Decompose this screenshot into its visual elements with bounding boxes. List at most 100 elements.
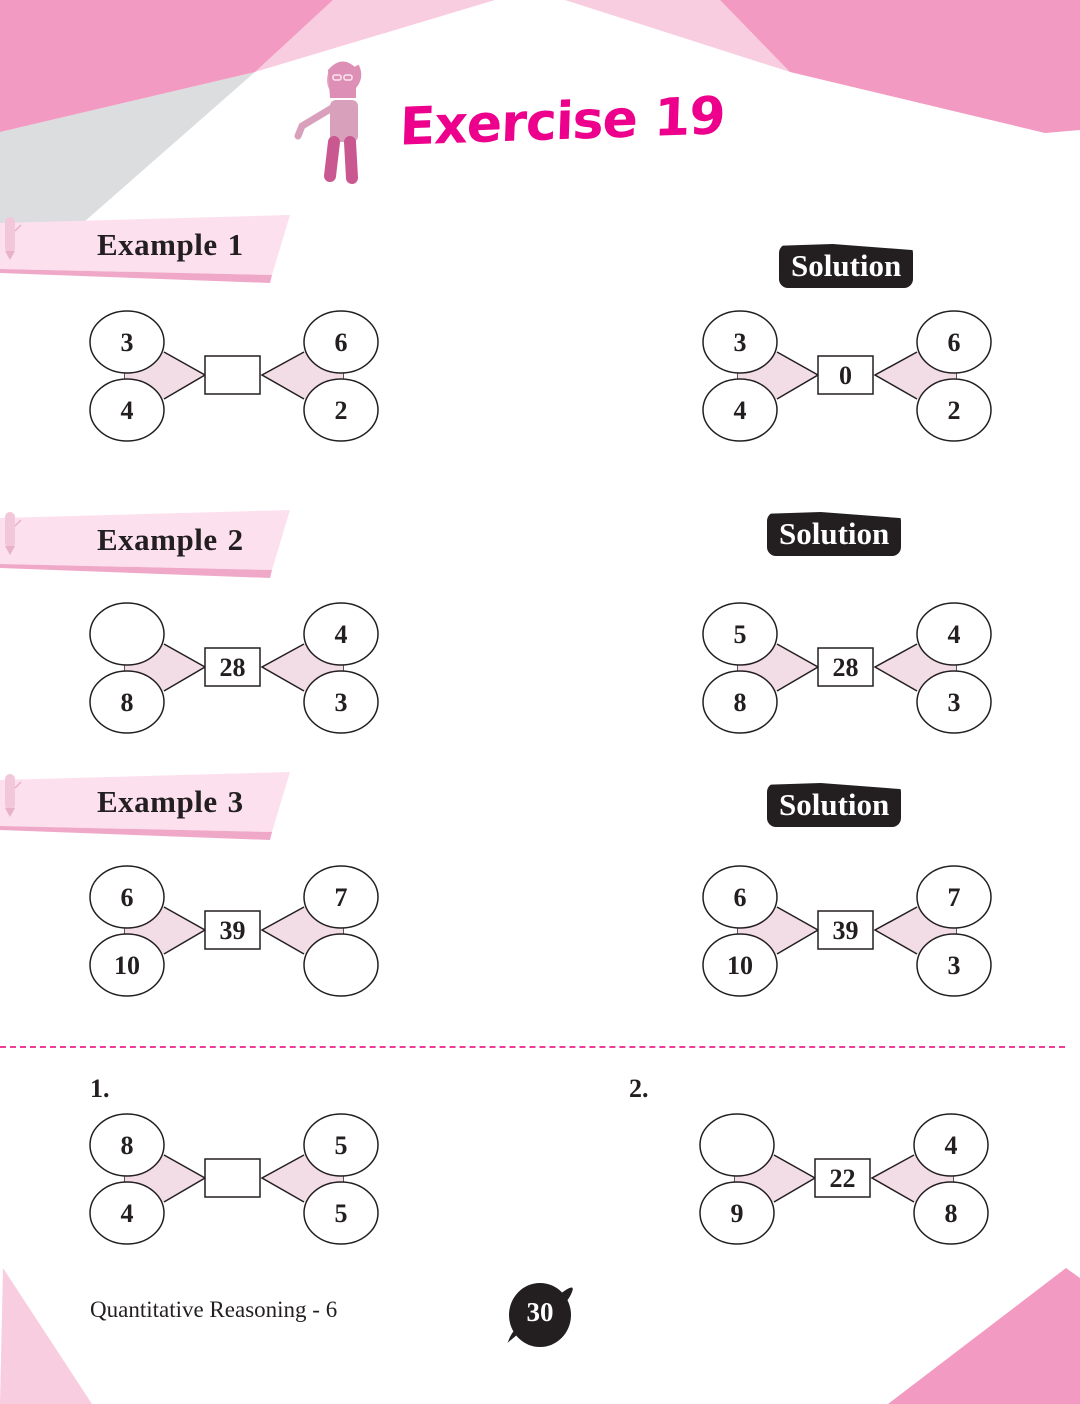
- center-value: 0: [839, 361, 852, 390]
- example-3-ribbon: Example 3: [0, 772, 290, 842]
- number-oval-right-top: [303, 310, 379, 374]
- bg-pink-dark-corner-bottom-right: [888, 1268, 1080, 1404]
- book-title-footer: Quantitative Reasoning - 6: [90, 1297, 338, 1322]
- number-oval-left-bottom: [89, 378, 165, 442]
- number-oval-right-top: [916, 865, 992, 929]
- example-1-solution-diagram: 3 4 6 2 0: [693, 306, 993, 446]
- center-value: 39: [833, 916, 859, 945]
- page-number: 30: [526, 1297, 554, 1327]
- oval-value-left-top: 6: [734, 883, 747, 912]
- oval-value-right-bottom: 2: [948, 396, 961, 425]
- number-oval-right-bottom: [916, 933, 992, 997]
- right-link-edge: [260, 643, 305, 692]
- center-value: 22: [830, 1164, 856, 1193]
- oval-value-right-bottom: 2: [335, 396, 348, 425]
- bg-pink-dark-shape-right: [720, 0, 1080, 133]
- center-value: 39: [220, 916, 246, 945]
- number-oval-right-bottom: [303, 670, 379, 734]
- number-oval-left-top: [89, 865, 165, 929]
- ribbon-shape: [0, 215, 290, 283]
- oval-value-left-bottom: 9: [731, 1199, 744, 1228]
- number-oval-left-top: [702, 310, 778, 374]
- oval-value-left-top: 3: [121, 328, 134, 357]
- oval-value-right-top: 6: [948, 328, 961, 357]
- oval-value-left-top: 8: [121, 1131, 134, 1160]
- oval-value-right-top: 5: [335, 1131, 348, 1160]
- oval-value-right-top: 4: [948, 620, 961, 649]
- number-oval-right-bottom: [303, 1181, 379, 1245]
- oval-value-left-top: 3: [734, 328, 747, 357]
- number-oval-right-bottom: [916, 378, 992, 442]
- right-link-edge: [260, 1154, 305, 1203]
- number-oval-right-top: [303, 1113, 379, 1177]
- example-3-question-diagram: 6 10 7 39: [80, 861, 380, 1001]
- center-answer-box: [817, 910, 874, 950]
- number-oval-right-bottom: [913, 1181, 989, 1245]
- bg-pink-light-corner-bottom-left: [0, 1268, 92, 1404]
- center-answer-box: [204, 355, 261, 395]
- number-puzzle-diagram: 3 4 6 2 0: [702, 310, 992, 442]
- exercise-title: Exercise 19: [398, 86, 726, 158]
- center-answer-box: [204, 910, 261, 950]
- example-label: Example: [97, 784, 218, 819]
- example-number: 1: [227, 227, 244, 262]
- oval-value-left-bottom: 8: [121, 688, 134, 717]
- right-link-edge: [873, 643, 918, 692]
- oval-value-left-top: 5: [734, 620, 747, 649]
- ribbon-shape: [0, 772, 290, 840]
- solution-badge: Solution: [767, 512, 902, 556]
- number-oval-left-bottom: [702, 933, 778, 997]
- oval-value-right-bottom: 3: [948, 688, 961, 717]
- number-oval-left-bottom: [702, 670, 778, 734]
- number-puzzle-diagram: 5 8 4 3 28: [702, 602, 992, 734]
- number-oval-left-top: [89, 310, 165, 374]
- solution-badge: Solution: [779, 244, 914, 288]
- section-divider: [0, 1046, 1065, 1048]
- page-badge-shape: [507, 1283, 573, 1347]
- number-oval-left-bottom: [89, 670, 165, 734]
- oval-value-left-bottom: 10: [727, 951, 753, 980]
- number-oval-left-bottom: [89, 933, 165, 997]
- solution-badge: Solution: [767, 783, 902, 827]
- example-number: 3: [227, 784, 244, 819]
- number-oval-right-top: [916, 310, 992, 374]
- oval-value-left-bottom: 10: [114, 951, 140, 980]
- center-value: 28: [220, 653, 246, 682]
- oval-value-right-bottom: 5: [335, 1199, 348, 1228]
- number-oval-left-bottom: [702, 378, 778, 442]
- center-value: 28: [833, 653, 859, 682]
- number-oval-left-top: [702, 865, 778, 929]
- center-answer-box: [817, 355, 874, 395]
- pencil-mascot-icon: [5, 774, 22, 817]
- example-2-solution-diagram: 5 8 4 3 28: [693, 598, 993, 738]
- ribbon-shape: [0, 510, 290, 578]
- oval-value-left-top: 6: [121, 883, 134, 912]
- oval-value-right-top: 7: [335, 883, 348, 912]
- number-oval-right-top: [916, 602, 992, 666]
- oval-value-left-bottom: 4: [734, 396, 747, 425]
- number-oval-left-top: [89, 1113, 165, 1177]
- number-oval-right-bottom: [303, 378, 379, 442]
- oval-value-left-bottom: 8: [734, 688, 747, 717]
- center-answer-box: [817, 647, 874, 687]
- question-number: 2.: [629, 1074, 649, 1103]
- number-oval-right-bottom: [916, 670, 992, 734]
- number-puzzle-diagram: 6 10 7 39: [89, 865, 379, 997]
- bg-pink-dark-shape-left: [0, 0, 333, 132]
- number-oval-left-top: [89, 602, 165, 666]
- oval-value-right-bottom: 8: [945, 1199, 958, 1228]
- example-label: Example: [97, 522, 218, 557]
- bg-pink-light-shape-left: [255, 0, 495, 72]
